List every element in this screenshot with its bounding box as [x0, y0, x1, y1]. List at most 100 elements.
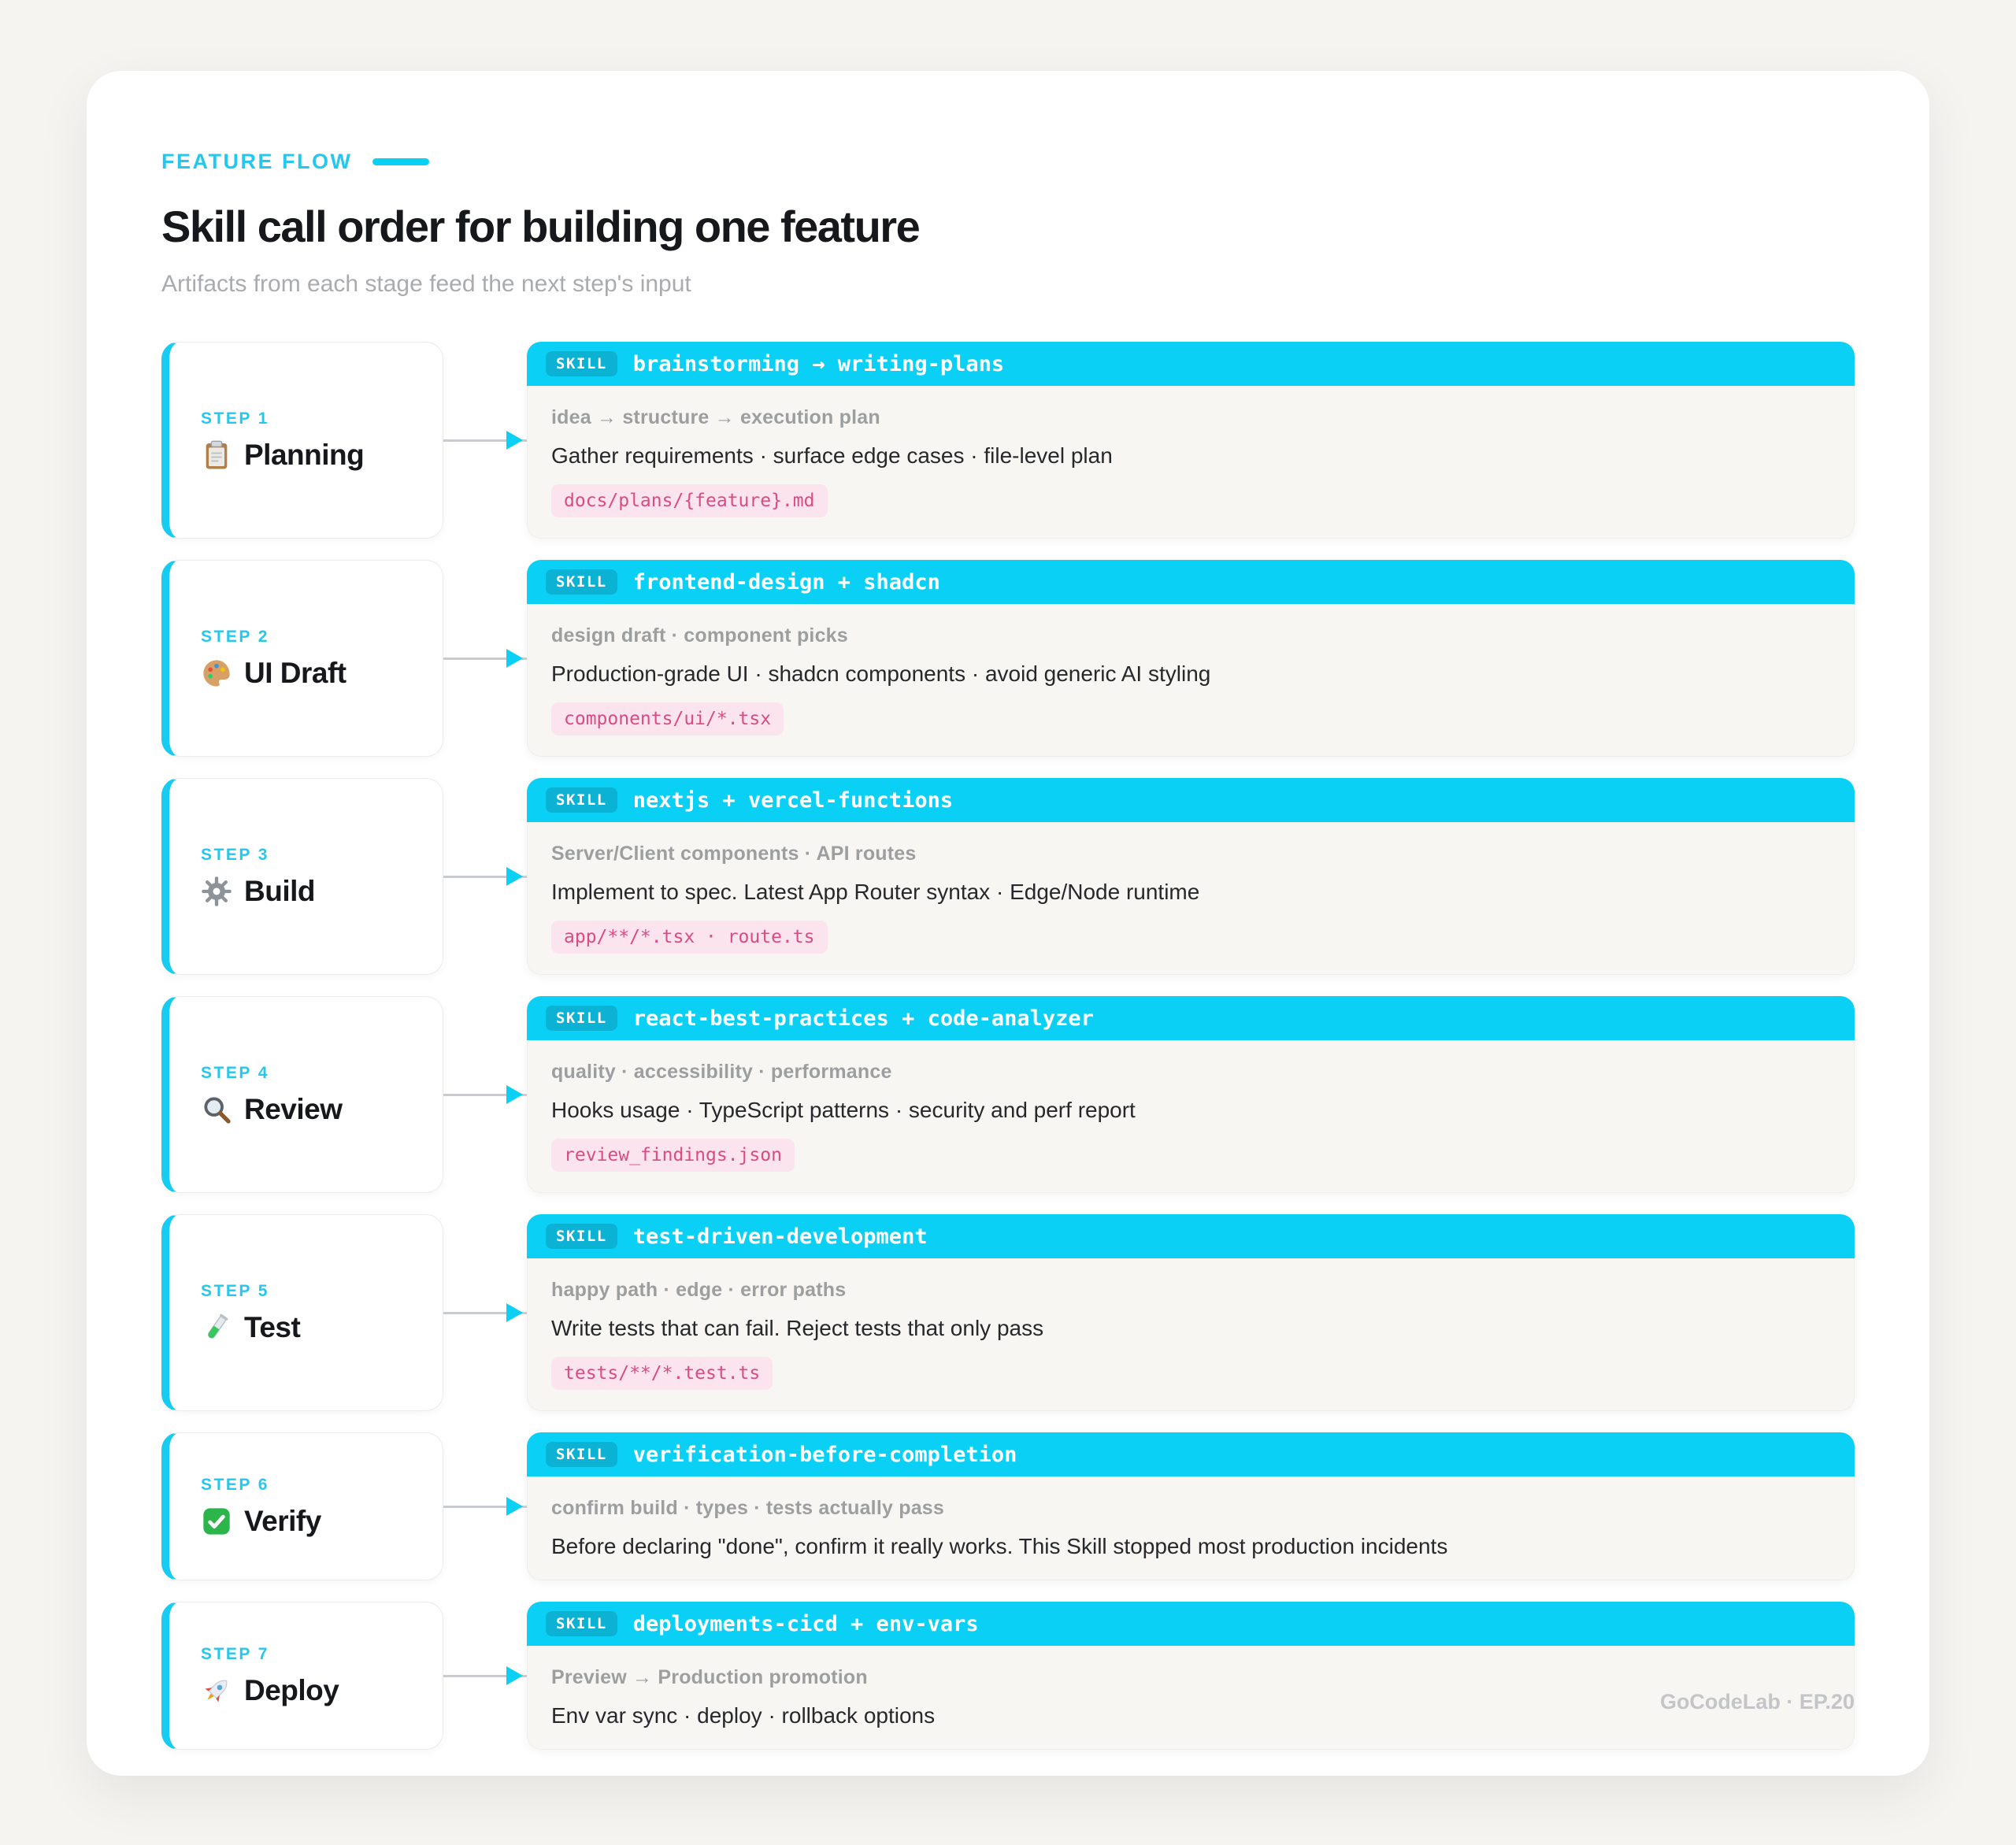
- artifact-path-pill: app/**/*.tsx · route.ts: [551, 921, 828, 954]
- step-name: Build: [244, 874, 315, 907]
- step-name: Planning: [244, 438, 365, 471]
- arrow-head-icon: [506, 867, 523, 886]
- arrow-line: [443, 657, 527, 660]
- skill-card-header: SKILL react-best-practices + code-analyz…: [527, 996, 1855, 1040]
- skill-description: Gather requirements · surface edge cases…: [551, 443, 1113, 468]
- skill-card-body: design draft · component picks Productio…: [527, 604, 1855, 757]
- skill-badge: SKILL: [546, 351, 617, 376]
- skill-badge: SKILL: [546, 1442, 617, 1467]
- footer-credit: GoCodeLab · EP.20: [1659, 1690, 1855, 1713]
- skill-card-review: SKILL react-best-practices + code-analyz…: [527, 996, 1855, 1193]
- step-title: Verify: [201, 1505, 443, 1538]
- main-panel: FEATURE FLOW Skill call order for buildi…: [87, 71, 1929, 1776]
- skill-description: Production-grade UI · shadcn components …: [551, 661, 1211, 686]
- artifact-path-pill: review_findings.json: [551, 1139, 795, 1172]
- step-title: Build: [201, 875, 443, 908]
- step-card-test: STEP 5 Test: [161, 1214, 443, 1411]
- skill-card-build: SKILL nextjs + vercel-functions Server/C…: [527, 778, 1855, 975]
- flow-arrow: [443, 560, 527, 757]
- arrow-head-icon: [506, 431, 523, 450]
- arrow-line: [443, 1093, 527, 1096]
- skill-card-body: confirm build · types · tests actually p…: [527, 1476, 1855, 1580]
- flow-rows: STEP 1 Planning SKILL brainstorming → wr…: [161, 342, 1855, 1750]
- step-number-label: STEP 7: [201, 1644, 269, 1663]
- eyebrow-label: FEATURE FLOW: [161, 150, 353, 173]
- skill-card-header: SKILL test-driven-development: [527, 1214, 1855, 1258]
- flow-arrow: [443, 996, 527, 1193]
- step-card-deploy: STEP 7 Deploy: [161, 1602, 443, 1750]
- skill-name: brainstorming → writing-plans: [632, 351, 1005, 376]
- step-title: Deploy: [201, 1674, 443, 1707]
- skill-card-planning: SKILL brainstorming → writing-plans idea…: [527, 342, 1855, 539]
- skill-meta: confirm build · types · tests actually p…: [551, 1497, 945, 1519]
- check-icon: [201, 1506, 232, 1537]
- step-number-label: STEP 5: [201, 1281, 269, 1300]
- skill-description: Before declaring "done", confirm it real…: [551, 1534, 1448, 1558]
- step-row-planning: STEP 1 Planning SKILL brainstorming → wr…: [161, 342, 1855, 539]
- step-row-build: STEP 3 Build SKILL nextjs + vercel-funct…: [161, 778, 1855, 975]
- skill-description: Env var sync · deploy · rollback options: [551, 1703, 936, 1728]
- skill-meta: quality · accessibility · performance: [551, 1061, 892, 1083]
- skill-badge: SKILL: [546, 1224, 617, 1249]
- skill-card-body: quality · accessibility · performance Ho…: [527, 1040, 1855, 1193]
- skill-name: frontend-design + shadcn: [632, 569, 940, 595]
- skill-badge: SKILL: [546, 787, 617, 813]
- step-number-label: STEP 1: [201, 409, 269, 428]
- arrow-line: [443, 439, 527, 442]
- flow-arrow: [443, 778, 527, 975]
- skill-card-body: Preview → Production promotion Env var s…: [527, 1646, 1855, 1750]
- skill-card-test: SKILL test-driven-development happy path…: [527, 1214, 1855, 1411]
- arrow-line: [443, 875, 527, 878]
- step-name: Review: [244, 1092, 343, 1125]
- skill-meta: Server/Client components · API routes: [551, 843, 917, 865]
- skill-card-header: SKILL deployments-cicd + env-vars: [527, 1602, 1855, 1646]
- artifact-path-pill: components/ui/*.tsx: [551, 702, 784, 735]
- step-name: Test: [244, 1310, 301, 1343]
- step-row-test: STEP 5 Test SKILL test-driven-developmen…: [161, 1214, 1855, 1411]
- page-subtitle: Artifacts from each stage feed the next …: [161, 271, 691, 297]
- flow-arrow: [443, 342, 527, 539]
- gear-icon: [201, 876, 232, 907]
- step-title: Planning: [201, 439, 443, 472]
- step-title: UI Draft: [201, 657, 443, 690]
- step-card-build: STEP 3 Build: [161, 778, 443, 975]
- palette-icon: [201, 658, 232, 689]
- magnifier-icon: [201, 1094, 232, 1125]
- skill-card-header: SKILL verification-before-completion: [527, 1432, 1855, 1476]
- step-name: Verify: [244, 1504, 321, 1537]
- step-card-verify: STEP 6 Verify: [161, 1432, 443, 1580]
- arrow-head-icon: [506, 1303, 523, 1322]
- skill-card-ui-draft: SKILL frontend-design + shadcn design dr…: [527, 560, 1855, 757]
- arrow-line: [443, 1311, 527, 1314]
- step-row-deploy: STEP 7 Deploy SKILL deployments-cicd + e…: [161, 1602, 1855, 1750]
- page-title: Skill call order for building one featur…: [161, 202, 921, 251]
- skill-card-verify: SKILL verification-before-completion con…: [527, 1432, 1855, 1580]
- skill-card-body: idea → structure → execution plan Gather…: [527, 386, 1855, 539]
- skill-card-header: SKILL frontend-design + shadcn: [527, 560, 1855, 604]
- skill-name: verification-before-completion: [632, 1442, 1017, 1467]
- step-row-verify: STEP 6 Verify SKILL verification-before-…: [161, 1432, 1855, 1580]
- artifact-path-pill: docs/plans/{feature}.md: [551, 484, 828, 517]
- skill-card-header: SKILL nextjs + vercel-functions: [527, 778, 1855, 822]
- skill-card-body: happy path · edge · error paths Write te…: [527, 1258, 1855, 1411]
- skill-name: deployments-cicd + env-vars: [632, 1611, 979, 1636]
- skill-description: Write tests that can fail. Reject tests …: [551, 1316, 1044, 1340]
- skill-description: Hooks usage · TypeScript patterns · secu…: [551, 1098, 1136, 1122]
- skill-badge: SKILL: [546, 569, 617, 595]
- skill-meta: idea → structure → execution plan: [551, 406, 880, 428]
- step-card-review: STEP 4 Review: [161, 996, 443, 1193]
- step-number-label: STEP 4: [201, 1063, 269, 1082]
- arrow-head-icon: [506, 649, 523, 668]
- skill-description: Implement to spec. Latest App Router syn…: [551, 880, 1200, 904]
- step-card-planning: STEP 1 Planning: [161, 342, 443, 539]
- flow-arrow: [443, 1432, 527, 1580]
- arrow-head-icon: [506, 1497, 523, 1516]
- skill-name: nextjs + vercel-functions: [632, 787, 954, 813]
- rocket-icon: [201, 1675, 232, 1706]
- step-number-label: STEP 3: [201, 845, 269, 864]
- skill-card-header: SKILL brainstorming → writing-plans: [527, 342, 1855, 386]
- flow-arrow: [443, 1214, 527, 1411]
- clipboard-icon: [201, 439, 232, 471]
- skill-badge: SKILL: [546, 1611, 617, 1636]
- arrow-head-icon: [506, 1085, 523, 1104]
